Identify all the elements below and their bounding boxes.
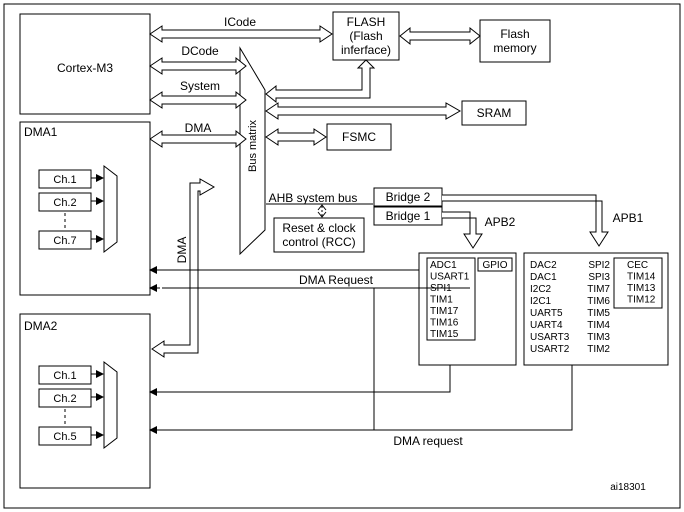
sram-block	[461, 100, 527, 126]
dma-bus-label: DMA	[185, 121, 212, 135]
dma-request-line-apb2-to-dma2	[149, 365, 451, 396]
apb2-periph-tim16: TIM16	[430, 318, 459, 329]
flash-memory-label-line1: Flash	[500, 27, 529, 41]
busmatrix-to-fsmc-arrow	[265, 128, 327, 146]
dma2-channel-2-box	[38, 388, 92, 408]
gpio-label: GPIO	[482, 260, 507, 271]
icode-label: ICode	[224, 15, 256, 29]
dcode-bus-arrow	[149, 56, 247, 76]
flash-memory-label-line2: memory	[493, 41, 536, 55]
cortex-m3-label: Cortex-M3	[57, 61, 113, 75]
apb2-periph-tim17: TIM17	[430, 306, 459, 317]
dma1-label: DMA1	[24, 125, 58, 139]
fsmc-label: FSMC	[342, 130, 376, 144]
fsmc-block	[326, 123, 392, 151]
dma1-channel-2: Ch.2	[53, 197, 76, 209]
apb2-periph-usart1: USART1	[430, 272, 470, 283]
dma2-channel-1: Ch.1	[53, 370, 76, 382]
apb1-periph-tim14: TIM14	[627, 272, 656, 283]
bridge2-label: Bridge 2	[386, 190, 431, 204]
dma1-channel-7-box	[38, 230, 92, 250]
dcode-label: DCode	[181, 44, 219, 58]
dma1-arbiter	[103, 164, 118, 254]
outer-frame	[3, 3, 681, 509]
apb1-timer-group-box	[613, 257, 663, 309]
system-label: System	[180, 79, 220, 93]
busmatrix-to-sram-arrow	[265, 102, 462, 120]
apb1-periph-tim12: TIM12	[627, 295, 656, 306]
dma1-channel-2-box	[38, 192, 92, 212]
apb1-periph-usart3: USART3	[530, 332, 570, 343]
apb1-periph-i2c1: I2C1	[530, 296, 552, 307]
apb1-periph-tim5: TIM5	[587, 308, 610, 319]
dma2-channel-2: Ch.2	[53, 393, 76, 405]
rcc-block	[273, 217, 365, 253]
dma-request-label-upper: DMA Request	[299, 273, 374, 287]
dma2-channel-1-box	[38, 365, 92, 385]
dma1-channel-1: Ch.1	[53, 174, 76, 186]
flash-label-line3: inferface)	[341, 43, 391, 57]
apb1-bus-arrow	[442, 194, 609, 247]
cortex-m3-block	[19, 13, 151, 115]
bridge1-label: Bridge 1	[386, 209, 431, 223]
apb2-periph-tim1: TIM1	[430, 295, 453, 306]
apb1-periph-tim13: TIM13	[627, 283, 656, 294]
bus-matrix-label: Bus matrix	[247, 120, 259, 172]
apb1-periph-spi2: SPI2	[588, 260, 610, 271]
dma2-label: DMA2	[24, 319, 58, 333]
system-bus-arrow	[149, 90, 247, 110]
dma2-arbiter	[103, 360, 118, 450]
rcc-label-line2: control (RCC)	[282, 235, 355, 249]
apb1-periph-cec: CEC	[627, 260, 648, 271]
apb1-label: APB1	[613, 211, 644, 225]
apb1-periph-dac1: DAC1	[530, 272, 557, 283]
apb2-periph-tim15: TIM15	[430, 329, 459, 340]
rcc-ahb-link	[317, 204, 327, 218]
apb2-peripheral-list-box	[426, 257, 476, 341]
flash-interface-block	[332, 11, 400, 61]
apb1-periph-usart2: USART2	[530, 344, 570, 355]
rcc-label-line1: Reset & clock	[282, 221, 356, 235]
dma2-channel-5-box	[38, 426, 92, 446]
dma2-to-busmatrix-arrow	[151, 178, 216, 358]
dma1-channel-7: Ch.7	[53, 235, 76, 247]
apb2-periph-adc1: ADC1	[430, 260, 457, 271]
dma-request-line-apb1-to-dma2	[149, 365, 573, 434]
apb1-periph-i2c2: I2C2	[530, 284, 552, 295]
apb1-periph-uart5: UART5	[530, 308, 563, 319]
dma-vertical-label: DMA	[175, 237, 189, 264]
apb1-periph-spi3: SPI3	[588, 272, 610, 283]
gpio-block	[477, 257, 513, 272]
apb1-periph-dac2: DAC2	[530, 260, 557, 271]
apb1-periph-tim6: TIM6	[587, 296, 610, 307]
ahb-bus-label: AHB system bus	[269, 191, 358, 205]
dma2-channel-5: Ch.5	[53, 431, 76, 443]
flash-memory-block	[479, 19, 551, 63]
apb1-periph-tim2: TIM2	[587, 344, 610, 355]
apb1-periph-tim4: TIM4	[587, 320, 610, 331]
apb2-bus-arrow	[442, 211, 483, 249]
busmatrix-to-flash-arrow	[265, 59, 376, 104]
flash-memory-arrow	[399, 26, 481, 46]
flash-label-line2: (Flash	[349, 29, 382, 43]
apb1-periph-uart4: UART4	[530, 320, 563, 331]
bus-matrix-shape	[239, 46, 266, 256]
dma-request-label-lower: DMA request	[393, 434, 463, 448]
flash-label-line1: FLASH	[347, 15, 386, 29]
dma1-bus-arrow	[149, 129, 247, 149]
apb1-periph-tim3: TIM3	[587, 332, 610, 343]
apb2-label: APB2	[485, 215, 516, 229]
apb1-periph-tim7: TIM7	[587, 284, 610, 295]
icode-bus-arrow	[149, 25, 333, 43]
figure-id: ai18301	[610, 482, 646, 493]
dma1-channel-1-box	[38, 169, 92, 189]
sram-label: SRAM	[477, 106, 512, 120]
